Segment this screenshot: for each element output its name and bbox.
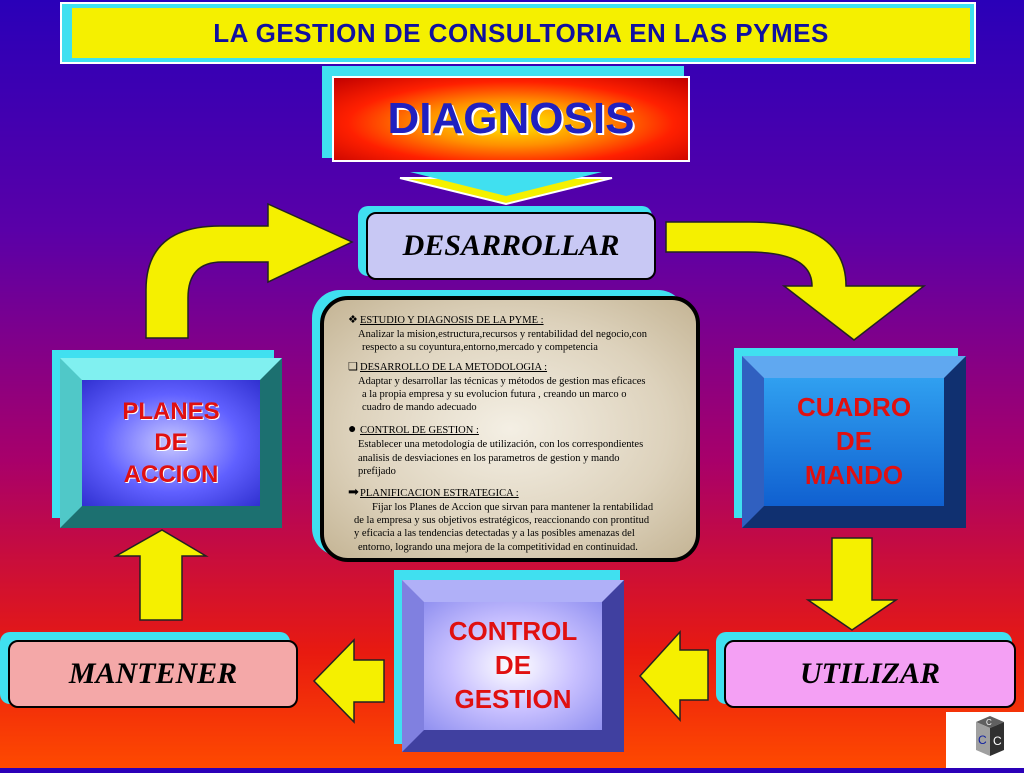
- cube-logo-icon: C C C: [946, 712, 1024, 768]
- utilizar-node: UTILIZAR: [724, 640, 1016, 708]
- cuadro-line-3: MANDO: [804, 459, 904, 490]
- section-line: Fijar los Planes de Accion que sirvan pa…: [372, 501, 654, 513]
- control-de-gestion-node: CONTROL DE GESTION: [402, 580, 624, 752]
- planes-line-1: PLANES: [122, 398, 220, 426]
- section-heading: ESTUDIO Y DIAGNOSIS DE LA PYME :: [360, 315, 544, 326]
- logo-letter: C: [986, 718, 992, 727]
- logo-letter: C: [993, 734, 1002, 748]
- section-line: de la empresa y sus objetivos estratégic…: [354, 515, 650, 527]
- arrow-bullet-icon: ➡: [348, 484, 359, 500]
- center-description-panel: ❖ESTUDIO Y DIAGNOSIS DE LA PYME : Analiz…: [320, 296, 700, 562]
- cuadro-line-1: CUADRO: [796, 392, 912, 423]
- section-heading: PLANIFICACION ESTRATEGICA :: [360, 488, 519, 500]
- planes-line-2: DE: [154, 429, 188, 457]
- planes-de-accion-node: PLANES DE ACCION: [60, 358, 282, 528]
- section-line: a la propia empresa y su evolucion futur…: [362, 388, 627, 400]
- section-line: cuadro de mando adecuado: [362, 402, 477, 414]
- section-metodologia: ❑DESARROLLO DE LA METODOLOGIA : Adaptar …: [348, 361, 686, 415]
- control-line-1: CONTROL: [448, 616, 578, 647]
- section-estudio: ❖ESTUDIO Y DIAGNOSIS DE LA PYME : Analiz…: [348, 314, 686, 355]
- diamond-bullet-icon: ❖: [348, 314, 358, 326]
- section-line: Analizar la mision,estructura,recursos y…: [358, 328, 647, 340]
- section-line: respecto a su coyuntura,entorno,mercado …: [362, 342, 598, 354]
- desarrollar-node: DESARROLLAR: [366, 212, 656, 280]
- section-line: entorno, logrando una mejora de la compe…: [358, 541, 638, 553]
- section-line: prefijado: [358, 466, 396, 477]
- control-to-mantener-arrow: [312, 638, 385, 724]
- page-title: LA GESTION DE CONSULTORIA EN LAS PYMES: [72, 8, 970, 58]
- desarrollar-to-cuadro-arrow: [665, 221, 927, 341]
- section-planificacion: ➡PLANIFICACION ESTRATEGICA : Fijar los P…: [348, 484, 686, 554]
- circle-bullet-icon: ●: [348, 421, 357, 437]
- cuadro-de-mando-node: CUADRO DE MANDO: [742, 356, 966, 528]
- section-heading: DESARROLLO DE LA METODOLOGIA :: [360, 361, 548, 373]
- diagnosis-box: DIAGNOSIS: [332, 76, 690, 162]
- logo-letter: C: [978, 733, 987, 747]
- cube-logo-graphic: C C C: [976, 716, 1004, 756]
- planes-line-3: ACCION: [123, 460, 219, 488]
- control-line-3: GESTION: [454, 683, 572, 714]
- section-line: analisis de desviaciones en los parametr…: [358, 452, 620, 464]
- section-line: y eficacia a las tendencias detectadas y…: [354, 528, 635, 540]
- control-line-2: DE: [494, 650, 532, 681]
- cuadro-to-utilizar-arrow: [805, 537, 899, 631]
- section-control: ●CONTROL DE GESTION : Establecer una met…: [348, 421, 686, 479]
- square-bullet-icon: ❑: [348, 360, 358, 373]
- section-heading: CONTROL DE GESTION :: [360, 424, 479, 436]
- section-line: Establecer una metodología de utilizació…: [358, 439, 644, 451]
- cuadro-line-2: DE: [835, 426, 873, 457]
- mantener-node: MANTENER: [8, 640, 298, 708]
- planes-to-desarrollar-arrow: [145, 202, 354, 339]
- utilizar-to-control-arrow: [638, 630, 709, 722]
- section-line: Adaptar y desarrollar las técnicas y mét…: [358, 375, 646, 387]
- mantener-to-planes-arrow: [113, 529, 209, 621]
- diagnosis-arrow-shadow: [410, 172, 602, 196]
